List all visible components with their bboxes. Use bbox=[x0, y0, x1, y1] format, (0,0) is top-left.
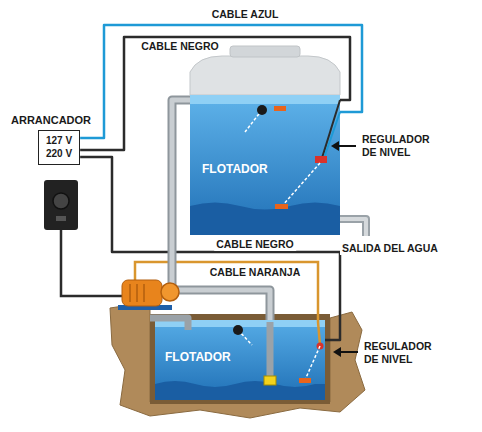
regulator-float bbox=[299, 378, 311, 383]
water-outlet-pipe bbox=[340, 219, 366, 236]
suction-pipe bbox=[267, 322, 274, 378]
ground-pit bbox=[150, 314, 330, 404]
voltage-text: 220 V bbox=[46, 148, 72, 161]
blue-cable bbox=[80, 25, 362, 138]
foot-valve bbox=[264, 376, 276, 385]
regulator-line bbox=[305, 346, 320, 380]
lower-tank: FLOTADOR bbox=[155, 320, 325, 400]
pump-head bbox=[161, 283, 179, 301]
black-cable bbox=[80, 37, 350, 150]
upper-tank-surface bbox=[190, 95, 340, 104]
float-ball bbox=[257, 105, 267, 115]
water-outlet-pipe-inner bbox=[340, 219, 366, 236]
cable-label: CABLE NEGRO bbox=[139, 40, 221, 53]
lower-tank-wave bbox=[155, 381, 325, 400]
level-regulator-label: REGULADOR DE NIVEL bbox=[360, 133, 448, 158]
water-outlet-label: SALIDA DEL AGUA bbox=[340, 242, 440, 255]
upper-tank-water bbox=[190, 95, 340, 235]
regulator-cable bbox=[322, 100, 340, 158]
upper-tank-wave bbox=[190, 203, 340, 236]
regulator-cable bbox=[324, 112, 340, 158]
starter-dial bbox=[53, 193, 69, 209]
ground bbox=[110, 302, 365, 418]
water-pipe bbox=[172, 100, 270, 320]
regulator-line bbox=[282, 163, 320, 206]
upper-tank: FLOTADOR bbox=[190, 55, 340, 235]
cable-label: CABLE AZUL bbox=[210, 8, 281, 21]
pump-fin bbox=[136, 284, 138, 302]
upper-tank-lid bbox=[190, 56, 340, 95]
upper-tank-cap bbox=[230, 46, 300, 57]
pump-motor bbox=[122, 280, 162, 306]
cable-label: CABLE NEGRO bbox=[214, 238, 296, 251]
level-regulator-label: REGULADOR DE NIVEL bbox=[362, 340, 450, 365]
regulator-float bbox=[275, 204, 288, 209]
black-cable bbox=[80, 37, 350, 150]
black-cable bbox=[80, 157, 340, 340]
pointer-arrowhead bbox=[331, 141, 339, 151]
float-label: FLOTADOR bbox=[202, 162, 268, 176]
voltage-text: 127 V bbox=[46, 135, 72, 148]
pointer-arrowhead bbox=[333, 347, 341, 357]
cable-label: CABLE NARANJA bbox=[208, 266, 302, 279]
pump-fin bbox=[129, 284, 131, 302]
float-ball bbox=[233, 325, 243, 335]
inlet-pipe bbox=[150, 318, 188, 330]
black-cable bbox=[80, 157, 340, 340]
float-label: FLOTADOR bbox=[165, 350, 231, 364]
starter-box: ARRANCADOR127 V220 V bbox=[38, 130, 80, 165]
water-pipe bbox=[172, 100, 270, 320]
starter-button bbox=[56, 216, 66, 221]
regulator-weight bbox=[315, 156, 327, 163]
water-pipe bbox=[172, 100, 270, 320]
starter-heading: ARRANCADOR bbox=[11, 114, 91, 126]
lower-tank-water bbox=[155, 320, 325, 400]
orange-cable bbox=[135, 262, 320, 345]
pump-fin bbox=[143, 284, 145, 302]
regulator-clamp bbox=[274, 106, 286, 111]
blue-cable bbox=[80, 25, 362, 138]
starter-device bbox=[44, 180, 78, 230]
